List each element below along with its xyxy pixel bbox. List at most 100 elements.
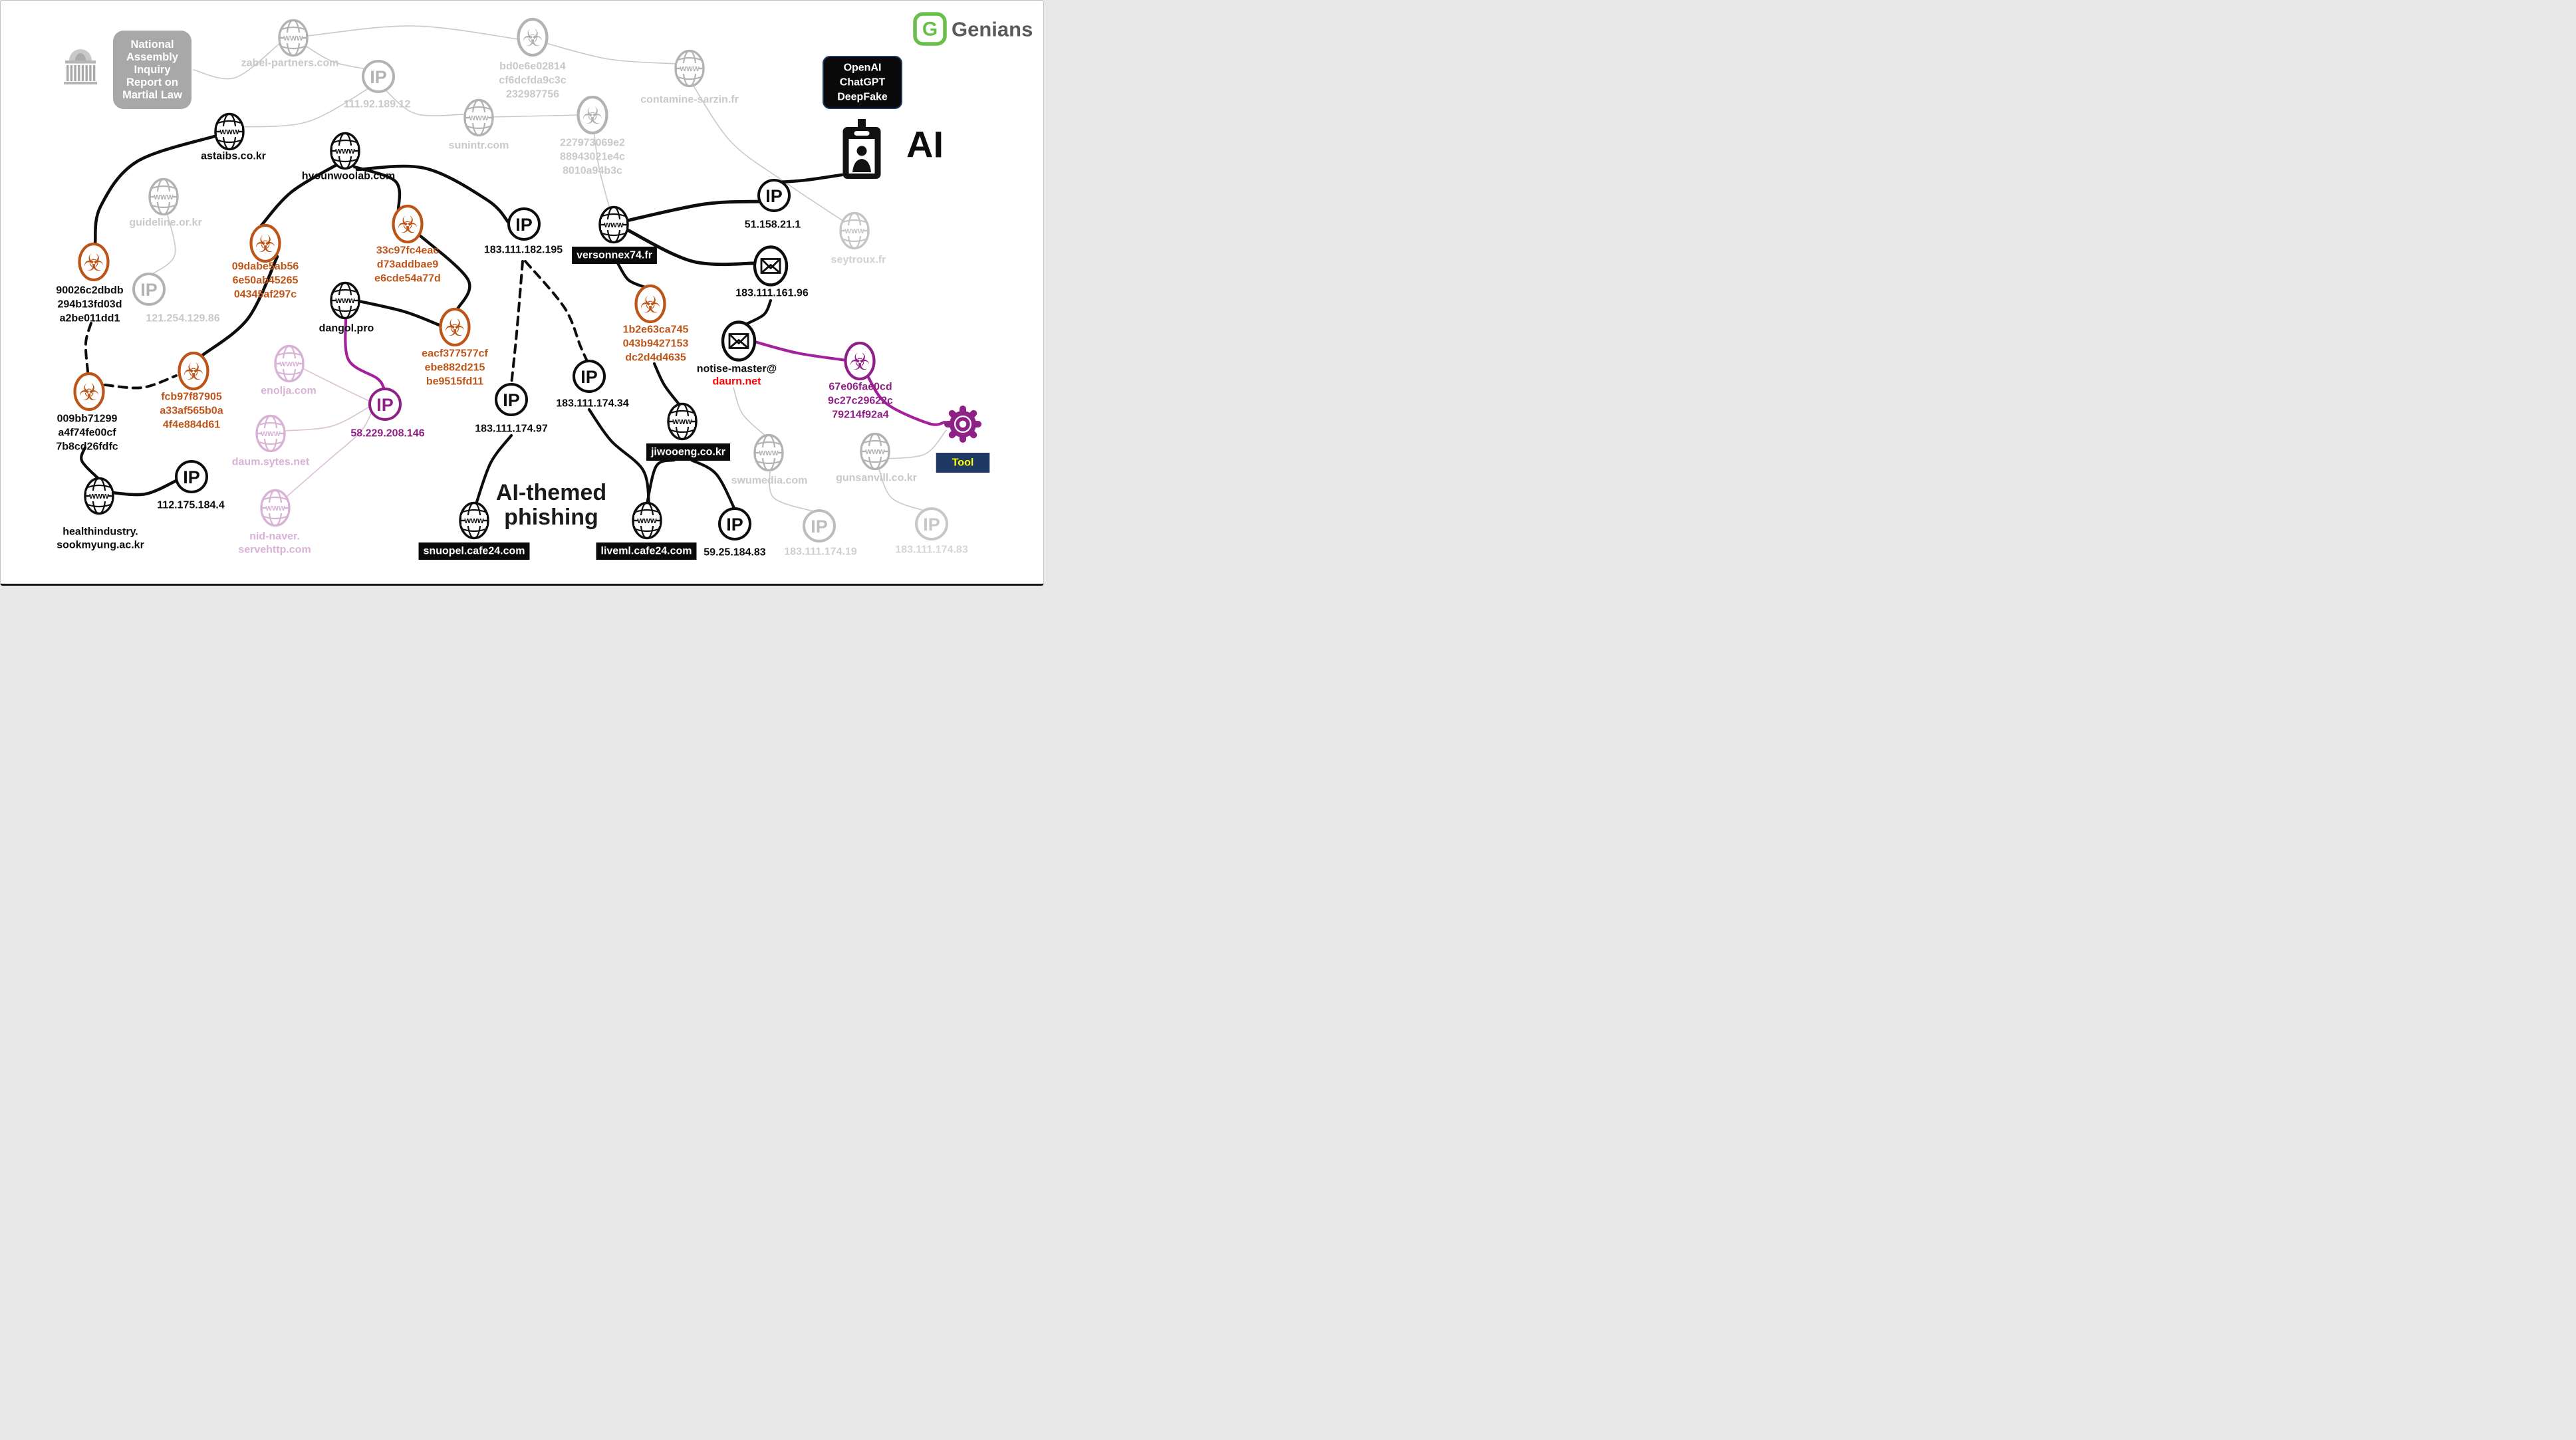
node-hash-009bb: ☣ [73, 372, 105, 412]
labelgroup-sunintr: sunintr.com [449, 140, 509, 152]
label-hash-09dabe: 6e50ab45265 [233, 275, 299, 287]
node-jiwooeng: www [667, 402, 698, 441]
svg-text:www: www [334, 296, 354, 305]
svg-text:www: www [463, 516, 483, 525]
label-box-versonnex74 [572, 247, 657, 264]
label-hash-90026: 294b13fd03d [58, 299, 122, 310]
edge-contamine-sarzin--seytroux [692, 83, 844, 222]
svg-text:AI: AI [906, 124, 944, 166]
label-ip-121-254: 121.254.129.86 [146, 313, 219, 324]
svg-text:IP: IP [923, 515, 940, 535]
label-hash-67e06: 9c27c29622c [828, 396, 893, 407]
label-ip-174-34: 183.111.174.34 [556, 398, 629, 410]
svg-text:IP: IP [376, 395, 394, 415]
label-hash-fcb97: a33af565b0a [160, 406, 223, 417]
biohazard-icon: ☣ [78, 380, 99, 406]
hash-icon: ☣ [844, 341, 876, 381]
label-hash-fcb97: fcb97f87905 [161, 392, 222, 403]
label-snuopel: snuopel.cafe24.com [424, 546, 525, 557]
svg-text:IP: IP [580, 367, 598, 387]
label-box-snuopel [418, 542, 530, 560]
node-hash-eacf: ☣ [439, 307, 471, 347]
edge-hash-67e06--gear-tool [866, 374, 947, 426]
label-dangol: dangol.pro [319, 323, 374, 334]
label-box-liveml [596, 542, 697, 560]
edge-ip-174-34--liveml [587, 408, 651, 506]
label-daum-sytes: daum.sytes.net [232, 457, 310, 468]
svg-text:www: www [844, 226, 864, 235]
label-hash-09dabe: 04345af297c [234, 289, 297, 300]
label-hash-2279: 88943021e4c [560, 152, 625, 163]
hash-icon: ☣ [249, 223, 281, 263]
label-swumedia: swumedia.com [731, 475, 808, 487]
labelgroup-hash-fcb97: fcb97f87905 a33af565b0a 4f4e884d61 [160, 392, 223, 431]
globe-icon: www [214, 112, 245, 151]
node-contamine-sarzin: www [674, 49, 705, 88]
node-astaibs: www [214, 112, 245, 151]
vendor-name: Genians [952, 18, 1033, 41]
biohazard-icon: ☣ [397, 212, 418, 239]
label-zabel-partners: zabel-partners.com [241, 58, 339, 69]
edge-enolja--ip-58-229 [302, 368, 371, 402]
label-sunintr: sunintr.com [449, 140, 509, 152]
label-jiwooeng: jiwooeng.co.kr [650, 447, 725, 458]
label-hash-67e06: 79214f92a4 [832, 410, 889, 421]
edge-versonnex74--hash-1b2e63 [616, 261, 647, 289]
gear-icon [944, 406, 981, 443]
edge-email-notise--swumedia [733, 387, 767, 437]
label-hash-bd0e: cf6dcfda9c3c [499, 75, 566, 86]
edge-ip-111-92-189-12--astaibs [242, 87, 370, 128]
labelgroup-daum-sytes: daum.sytes.net [232, 457, 310, 468]
label-hash-67e06: 67e06fae0cd [829, 382, 892, 393]
label-box-jiwooeng [646, 443, 731, 461]
edge-hash-009bb--hash-fcb97 [104, 374, 178, 390]
edge-zabel-partners--hash-bd0e [307, 25, 519, 40]
hash-icon: ☣ [178, 351, 209, 391]
node-ip-59-25: IP [718, 507, 751, 540]
svg-text:www: www [219, 127, 239, 136]
node-ip-174-34: IP [573, 360, 606, 393]
edge-ip-174-97--snuopel [474, 433, 513, 506]
label-email-183-111-161-96: 183.111.161.96 [735, 288, 809, 299]
node-hyounwoolab: www [330, 132, 360, 170]
label-gear-tool: Tool [952, 457, 974, 469]
labelgroup-versonnex74: versonnex74.fr [572, 247, 657, 264]
node-hash-2279: ☣ [577, 95, 608, 135]
globe-icon: www [148, 178, 179, 216]
label-hash-09dabe: 09dabe5ab56 [232, 261, 299, 273]
globe-icon: www [260, 489, 291, 527]
node-ip-174-97: IP [495, 383, 528, 416]
label-astaibs: astaibs.co.kr [201, 151, 266, 162]
labelgroup-jiwooeng: jiwooeng.co.kr [646, 443, 731, 461]
node-hash-bd0e: ☣ [517, 17, 549, 57]
labelgroup-ip-174-97: 183.111.174.97 [475, 423, 548, 435]
edge-hash-1b2e63--jiwooeng [652, 362, 682, 407]
label-hash-fcb97: 4f4e884d61 [163, 420, 220, 431]
svg-text:Assembly: Assembly [126, 51, 179, 63]
svg-text:IP: IP [370, 67, 387, 87]
labelgroup-healthindustry: healthindustry.sookmyung.ac.kr [57, 527, 144, 551]
labelgroup-ip-174-19: 183.111.174.19 [784, 546, 857, 558]
label-hash-1b2e63: 1b2e63ca745 [623, 324, 689, 336]
labelgroup-gear-tool: Tool [936, 453, 990, 473]
label-enolja: enolja.com [261, 386, 317, 397]
svg-text:www: www [758, 448, 778, 457]
ip-icon: IP [507, 207, 541, 241]
svg-text:www: www [283, 33, 303, 43]
edge-sunintr--hash-2279 [491, 114, 580, 118]
edge-email-notise--hash-67e06 [753, 340, 848, 362]
edge-ip-183-111-182-195--ip-174-34 [524, 260, 588, 362]
label-liveml: liveml.cafe24.com [601, 546, 692, 557]
ip-icon: IP [573, 360, 606, 393]
svg-text:www: www [260, 429, 280, 438]
node-ip-174-19: IP [803, 509, 836, 542]
label-ip-174-83: 183.111.174.83 [895, 544, 968, 556]
label-contamine-sarzin: contamine-sarzin.fr [640, 94, 739, 106]
label-ip-174-19: 183.111.174.19 [784, 546, 857, 558]
svg-text:IP: IP [726, 515, 743, 535]
svg-text:AI-themed: AI-themed [496, 480, 606, 505]
